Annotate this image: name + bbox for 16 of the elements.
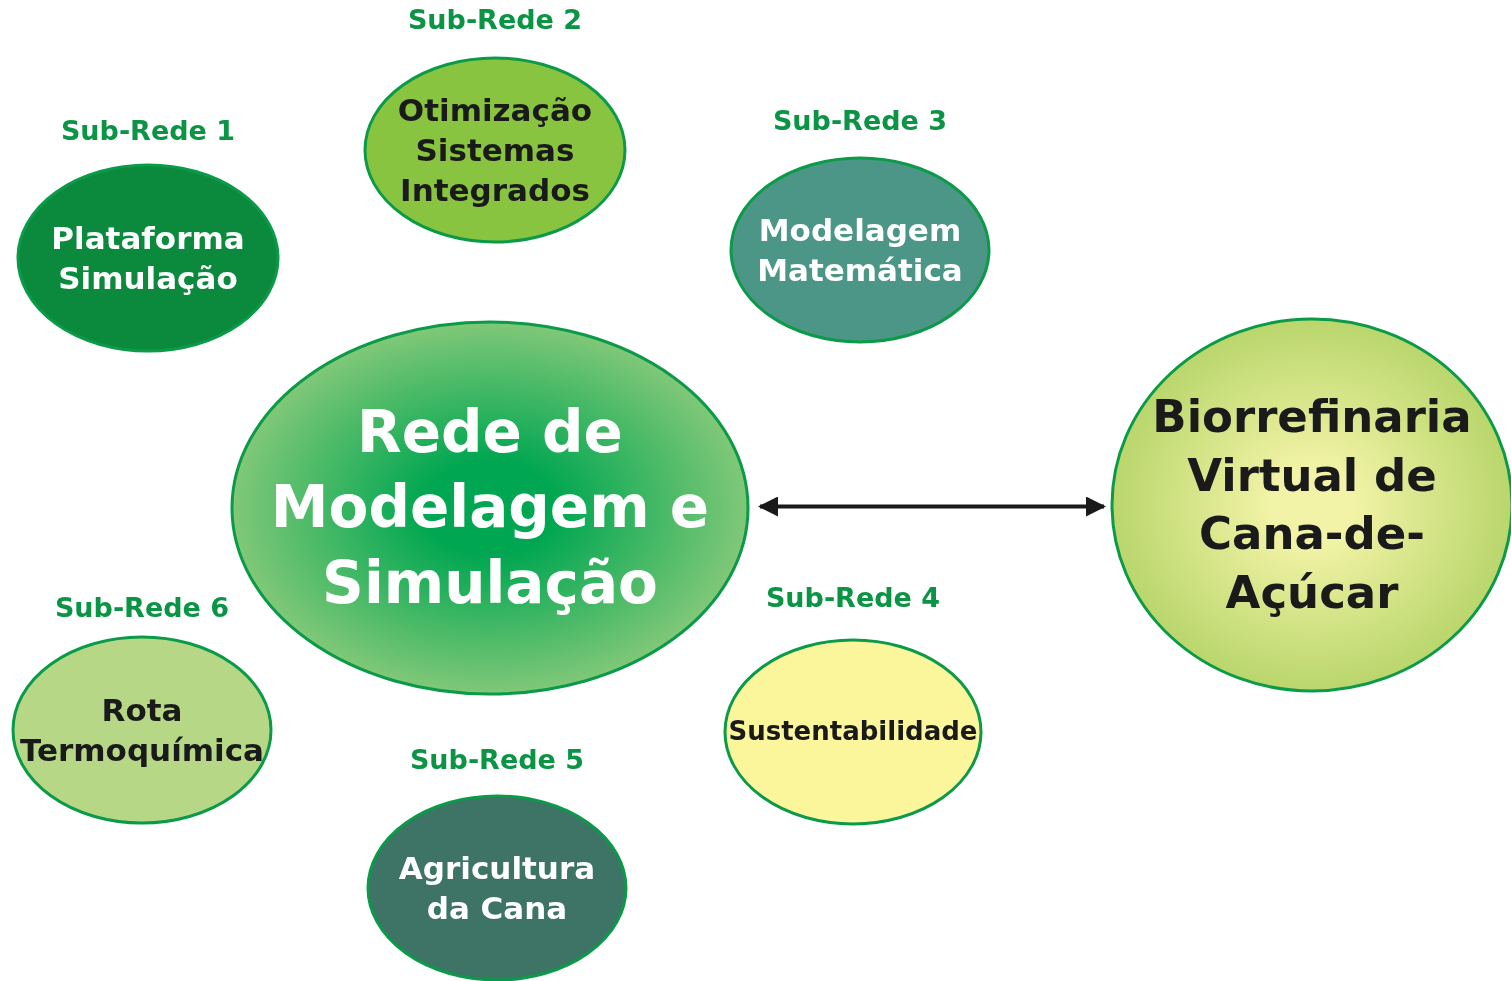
node-label: Rota Termoquímica — [19, 690, 264, 770]
node-label: Modelagem Matemática — [756, 210, 964, 290]
node-label: Sustentabilidade — [728, 715, 978, 749]
node-label: Biorrefinaria Virtual de Cana-de-Açúcar — [1151, 389, 1473, 621]
node-label: Rede de Modelagem e Simulação — [269, 396, 711, 619]
node-label: Otimização Sistemas Integrados — [396, 90, 594, 211]
ellipse-node — [229, 322, 751, 697]
subnet-heading: Sub-Rede 2 — [407, 4, 583, 35]
subnet-heading: Sub-Rede 5 — [409, 744, 585, 775]
subnet-heading: Sub-Rede 3 — [772, 105, 948, 136]
double-arrow — [758, 496, 1106, 517]
subnet-heading: Sub-Rede 1 — [60, 115, 236, 146]
node-label: Agricultura da Cana — [397, 848, 597, 928]
subnet-heading: Sub-Rede 4 — [765, 582, 941, 613]
node-label: Plataforma Simulação — [50, 218, 246, 298]
subnet-heading: Sub-Rede 6 — [54, 592, 230, 623]
